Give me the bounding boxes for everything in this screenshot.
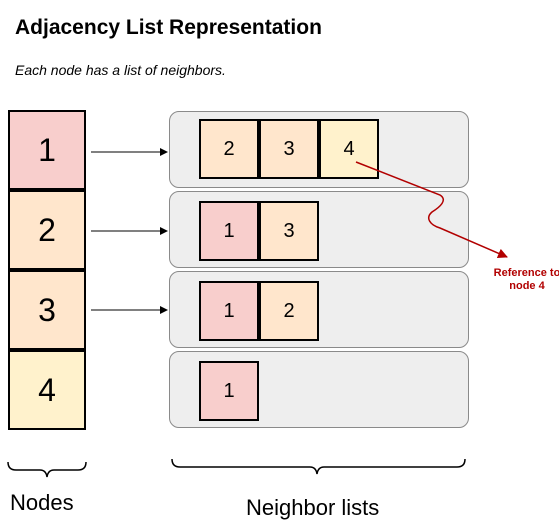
- neighbor-list-3: 1 2: [169, 271, 469, 348]
- neighbor-cell-1-3: 4: [319, 119, 379, 179]
- neighbor-lists-brace: [171, 458, 466, 475]
- neighbor-cell-2-2: 3: [259, 201, 319, 261]
- neighbor-cell-4-1: 1: [199, 361, 259, 421]
- neighbor-cell-3-2: 2: [259, 281, 319, 341]
- node-box-2: 2: [8, 190, 86, 270]
- neighbor-list-2: 1 3: [169, 191, 469, 268]
- diagram-subtitle: Each node has a list of neighbors.: [15, 62, 226, 78]
- reference-label: Reference to node 4: [493, 267, 559, 292]
- nodes-caption: Nodes: [10, 490, 74, 515]
- neighbor-cell-2-1: 1: [199, 201, 259, 261]
- neighbor-list-1: 2 3 4: [169, 111, 469, 188]
- neighbor-cell-1-2: 3: [259, 119, 319, 179]
- node-box-3: 3: [8, 270, 86, 350]
- neighbor-list-4: 1: [169, 351, 469, 428]
- neighbor-cell-1-1: 2: [199, 119, 259, 179]
- reference-arrow: [355, 161, 508, 259]
- neighbor-cell-3-1: 1: [199, 281, 259, 341]
- nodes-brace: [7, 461, 87, 478]
- neighbor-lists-caption: Neighbor lists: [246, 495, 380, 520]
- diagram-title: Adjacency List Representation: [15, 16, 322, 39]
- node-box-1: 1: [8, 110, 86, 190]
- node-box-4: 4: [8, 350, 86, 430]
